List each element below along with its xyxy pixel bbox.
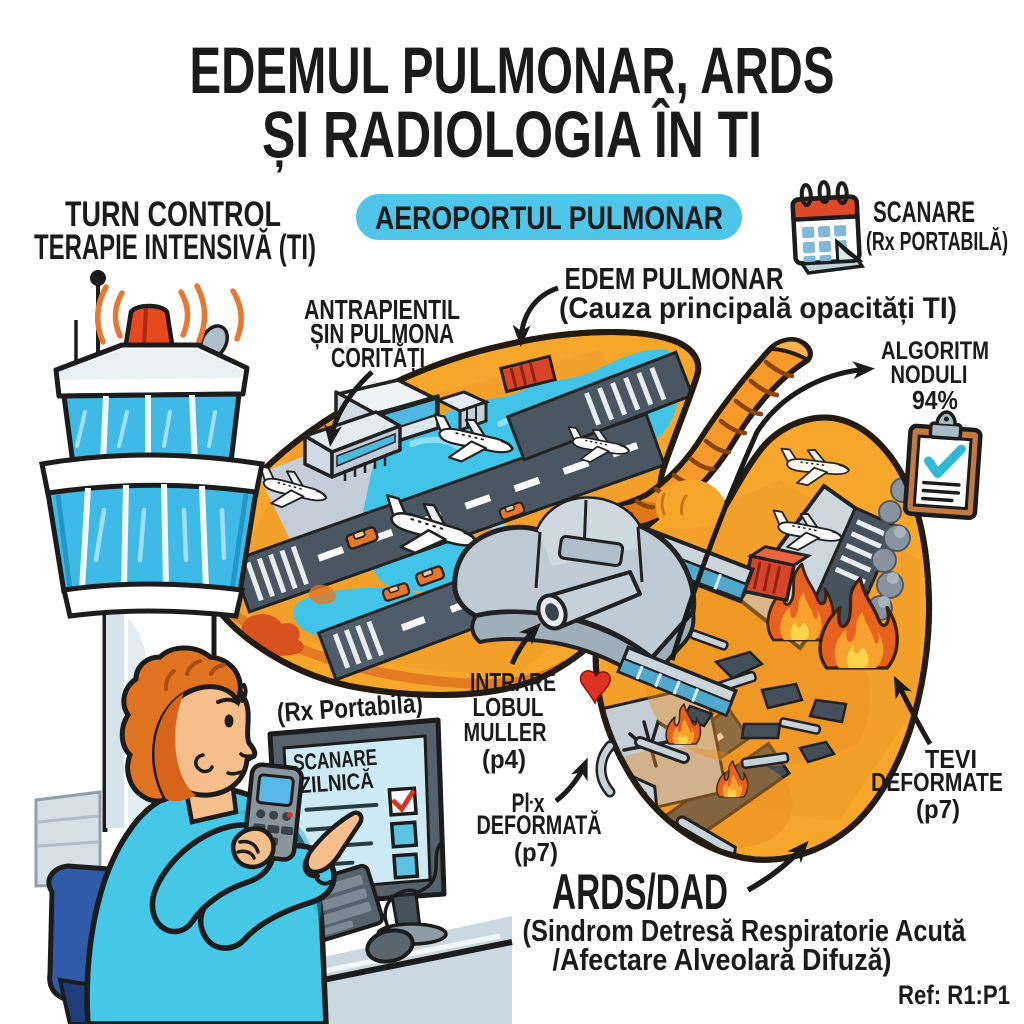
svg-text:MULLER: MULLER	[464, 717, 547, 747]
svg-text:EDEMUL PULMONAR, ARDS: EDEMUL PULMONAR, ARDS	[190, 33, 835, 107]
svg-text:TURN CONTROL: TURN CONTROL	[65, 195, 281, 234]
svg-text:EDEM PULMONAR: EDEM PULMONAR	[565, 261, 784, 296]
svg-text:SCANARE: SCANARE	[292, 744, 378, 776]
svg-text:(p7): (p7)	[916, 794, 960, 824]
svg-text:(p7): (p7)	[514, 837, 558, 867]
svg-text:ARDS/DAD: ARDS/DAD	[552, 864, 728, 920]
svg-text:(p4): (p4)	[482, 744, 526, 774]
svg-text:Ref: R1:P1: Ref: R1:P1	[898, 980, 1010, 1010]
svg-text:TERAPIE INTENSIVĂ (TI): TERAPIE INTENSIVĂ (TI)	[34, 228, 316, 267]
svg-text:NODULI: NODULI	[891, 361, 968, 389]
svg-text:CORITĂȚI: CORITĂȚI	[331, 342, 425, 373]
svg-text:Pŀx: Pŀx	[512, 788, 545, 818]
svg-text:SCANARE: SCANARE	[873, 196, 975, 229]
svg-text:DEFORMATĂ: DEFORMATĂ	[477, 809, 602, 840]
svg-text:INTRARE: INTRARE	[470, 667, 556, 697]
svg-text:(Sindrom Detresă Respiratorie: (Sindrom Detresă Respiratorie Acută	[523, 913, 967, 948]
svg-text:ALGORITM: ALGORITM	[881, 337, 989, 365]
svg-text:(Cauza principală opacități TI: (Cauza principală opacități TI)	[559, 292, 957, 325]
svg-text:DEFORMATE: DEFORMATE	[871, 767, 1003, 797]
svg-text:(Rx PORTABILĂ): (Rx PORTABILĂ)	[866, 226, 1008, 256]
svg-text:ȘIN PULMONA: ȘIN PULMONA	[310, 318, 454, 349]
svg-text:TEVI: TEVI	[925, 744, 977, 774]
svg-text:94%: 94%	[912, 385, 958, 415]
svg-text:/Afectare Alveolară Difuză): /Afectare Alveolară Difuză)	[553, 942, 892, 977]
svg-text:ȘI RADIOLOGIA ÎN TI: ȘI RADIOLOGIA ÎN TI	[262, 97, 762, 173]
svg-text:AEROPORTUL PULMONAR: AEROPORTUL PULMONAR	[375, 200, 723, 236]
svg-text:ANTRAPIENTIL: ANTRAPIENTIL	[304, 294, 460, 325]
svg-text:ZILNICĂ: ZILNICĂ	[299, 766, 375, 798]
svg-text:LOBUL: LOBUL	[473, 692, 544, 722]
